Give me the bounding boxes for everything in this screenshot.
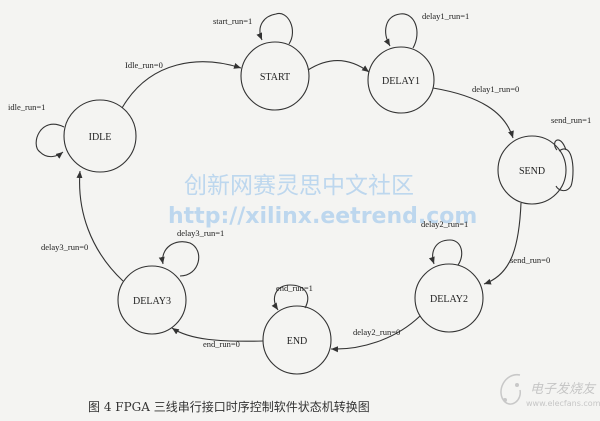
loop-send-top [554, 139, 567, 151]
edge-label: send_run=0 [510, 255, 550, 265]
logo-name: 电子发烧友 [530, 382, 597, 397]
edge-label: delay2_run=0 [353, 327, 400, 337]
edge-delay3-idle [76, 170, 124, 282]
state-label: IDLE [89, 132, 112, 143]
state-idle [63, 99, 137, 173]
edge-label: delay3_run=0 [41, 242, 88, 252]
edge-label: Idle_run=0 [125, 60, 163, 70]
state-start [240, 41, 310, 111]
state-label: END [287, 336, 308, 347]
loop-send [555, 148, 574, 192]
edge-end-delay3 [171, 327, 264, 342]
edge-label: delay3_run=1 [177, 228, 224, 238]
figure-caption: 图 4 FPGA 三线串行接口时序控制软件状态机转换图 [88, 399, 370, 414]
edge-idle-start [121, 61, 242, 109]
state-label: START [260, 72, 290, 83]
loop-start [256, 13, 294, 45]
edge-label: delay1_run=1 [422, 11, 469, 21]
state-end [262, 305, 332, 375]
edge-delay2-end [330, 315, 421, 353]
edge-label: delay2_run=1 [421, 219, 468, 229]
state-label: DELAY1 [382, 76, 420, 87]
state-delay3 [117, 265, 187, 335]
edge-label: end_run=1 [276, 283, 313, 293]
state-label: DELAY2 [430, 294, 468, 305]
logo-url: www.elecfans.com [526, 399, 600, 408]
edge-label: delay1_run=0 [472, 84, 519, 94]
state-label: SEND [519, 166, 545, 177]
edge-label: start_run=1 [213, 16, 252, 26]
loop-delay3 [158, 241, 200, 277]
state-delay2 [414, 263, 484, 333]
edge-label: idle_run=1 [8, 102, 45, 112]
loop-end [271, 284, 309, 311]
watermark-title: 创新网赛灵思中文社区 [184, 173, 414, 199]
edge-label: end_run=0 [203, 339, 240, 349]
state-send [497, 135, 567, 205]
edge-delay1-send [432, 87, 514, 139]
loop-delay2 [428, 239, 463, 266]
elecfans-logo: 电子发烧友 www.elecfans.com [500, 374, 600, 408]
edge-label: send_run=1 [551, 115, 591, 125]
watermark-url: http://xilinx.eetrend.com [168, 204, 477, 229]
state-label: DELAY3 [133, 296, 171, 307]
edge-start-delay1 [307, 59, 370, 73]
state-delay1 [367, 46, 435, 114]
loop-idle [35, 123, 65, 159]
loop-delay1 [383, 13, 418, 49]
edge-send-delay2 [483, 202, 522, 285]
